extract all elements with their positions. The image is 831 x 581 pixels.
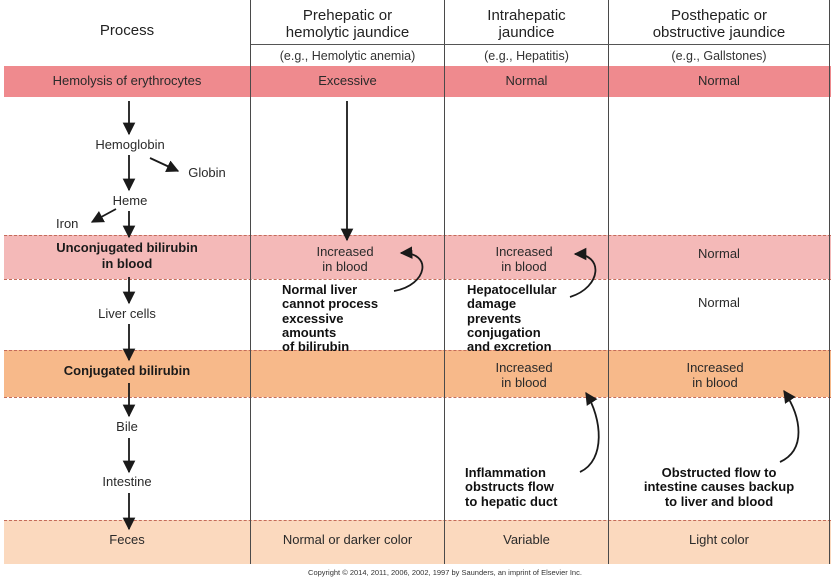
dashed-divider [4,350,831,351]
unconjugated-intrahepatic-line1: Increased [495,244,553,259]
prehepatic-liver-note: Normal liver cannot process excessive am… [282,282,379,355]
unconjugated-posthepatic: Normal [698,246,740,261]
curved-arrow-prehepatic [393,246,424,292]
process-header: Process [99,22,155,39]
intrahepatic-example: (e.g., Hepatitis) [484,49,569,63]
conjugated-label: Conjugated bilirubin [63,363,191,378]
conjugated-posthepatic-line2: in blood [692,375,738,390]
prehepatic-title-line2: hemolytic jaundice [285,24,410,41]
header-divider [251,44,829,45]
arrow-to-iron [90,208,117,223]
hemolysis-posthepatic: Normal [698,73,740,88]
feces-row-band [4,520,831,564]
unconjugated-prehepatic-line2: in blood [322,259,368,274]
liver-posthepatic: Normal [698,295,740,310]
feces-prehepatic: Normal or darker color [282,532,413,547]
unconjugated-intrahepatic-line2: in blood [501,259,547,274]
intrahepatic-obstruction-note: Inflammation obstructs flow to hepatic d… [465,465,558,509]
hemoglobin-label: Hemoglobin [95,137,165,152]
unconjugated-prehepatic-line1: Increased [316,244,374,259]
dashed-divider [4,235,831,236]
hemolysis-row-band [4,66,831,97]
conjugated-row-band [4,350,831,397]
feces-intrahepatic: Variable [503,532,550,547]
feces-posthepatic: Light color [689,532,749,547]
curved-arrow-intrahepatic [569,247,597,298]
hemolysis-label: Hemolysis of erythrocytes [52,73,202,88]
unconjugated-label-line1: Unconjugated bilirubin [56,240,198,255]
intrahepatic-liver-note: Hepatocellular damage prevents conjugati… [467,282,557,355]
column-divider [608,0,609,564]
posthepatic-title-line2: obstructive jaundice [652,24,786,41]
intestine-label: Intestine [102,474,152,489]
posthepatic-obstruction-note: Obstructed flow to intestine causes back… [643,465,795,509]
column-divider [829,0,830,564]
globin-label: Globin [188,165,226,180]
column-divider [444,0,445,564]
bile-label: Bile [116,419,138,434]
unconjugated-label-line2: in blood [101,256,153,271]
iron-label: Iron [56,216,79,231]
intrahepatic-title-line2: jaundice [498,24,555,41]
dashed-divider [4,397,831,398]
curved-arrow-posthepatic-obstruction [779,389,800,463]
conjugated-posthepatic-line1: Increased [686,360,744,375]
copyright-notice: Copyright © 2014, 2011, 2006, 2002, 1997… [308,568,582,577]
hemolysis-intrahepatic: Normal [505,73,548,88]
conjugated-intrahepatic-line2: in blood [501,375,547,390]
heme-label: Heme [112,193,148,208]
posthepatic-example: (e.g., Gallstones) [671,49,767,63]
conjugated-intrahepatic-line1: Increased [495,360,553,375]
prehepatic-title-line1: Prehepatic or [302,7,393,24]
liver-cells-label: Liver cells [98,306,156,321]
prehepatic-example: (e.g., Hemolytic anemia) [279,49,416,63]
column-divider [250,0,251,564]
hemolysis-prehepatic: Excessive [318,73,377,88]
dashed-divider [4,520,831,521]
feces-label: Feces [109,532,145,547]
curved-arrow-intrahepatic-obstruction [579,391,600,473]
intrahepatic-title-line1: Intrahepatic [487,7,566,24]
arrow-to-globin [149,157,180,172]
posthepatic-title-line1: Posthepatic or [671,7,767,24]
